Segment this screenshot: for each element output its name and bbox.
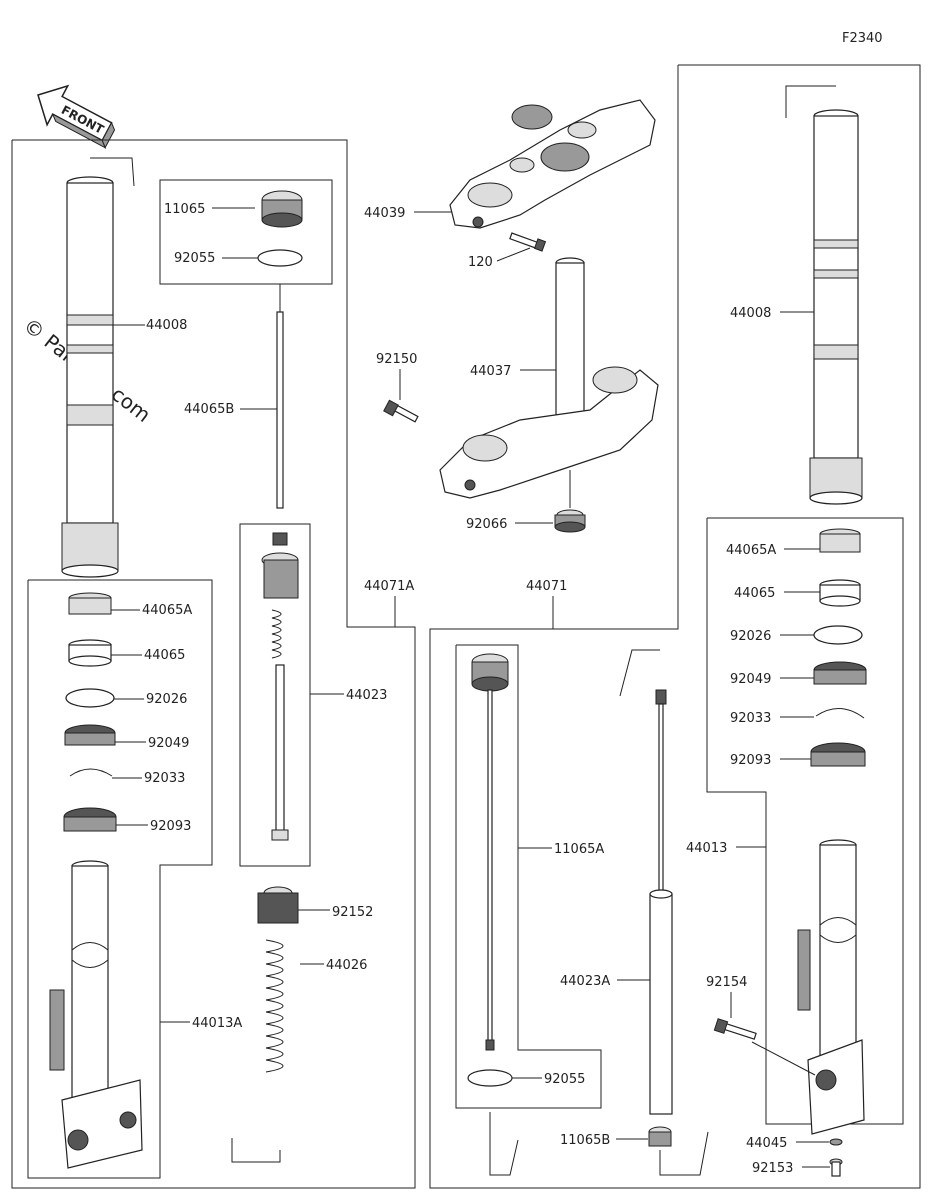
label-44023: 44023 — [346, 688, 387, 703]
dust-seal-92093-left — [63, 807, 117, 832]
label-44013A: 44013A — [192, 1016, 242, 1031]
label-92055-left: 92055 — [174, 251, 215, 266]
stem-44037 — [439, 257, 659, 499]
outer-tube-right — [785, 85, 863, 505]
washer-92026-right — [813, 625, 863, 645]
label-92154: 92154 — [706, 975, 747, 990]
washer-44045 — [829, 1138, 843, 1146]
o-ring-92055-left — [257, 249, 303, 267]
label-44026: 44026 — [326, 958, 367, 973]
label-44065A-left: 44065A — [142, 603, 192, 618]
label-92033-left: 92033 — [144, 771, 185, 786]
clip-92033-right — [815, 708, 865, 719]
label-44065-right: 44065 — [734, 586, 775, 601]
label-92026-right: 92026 — [730, 629, 771, 644]
label-92152: 92152 — [332, 905, 373, 920]
label-92093-left: 92093 — [150, 819, 191, 834]
bushing-44065-left — [68, 639, 112, 667]
seal-92049-left — [64, 724, 116, 746]
inner-tube-right — [797, 839, 865, 1135]
label-44071: 44071 — [526, 579, 567, 594]
subbox-11065 — [159, 179, 333, 285]
label-44065A-right: 44065A — [726, 543, 776, 558]
dust-seal-92093-right — [810, 742, 866, 767]
label-11065A: 11065A — [554, 842, 604, 857]
label-44013: 44013 — [686, 841, 727, 856]
inner-tube-left — [49, 860, 143, 1169]
bolt-120 — [509, 232, 547, 252]
label-44008-left: 44008 — [146, 318, 187, 333]
upper-bracket-44039 — [449, 99, 656, 229]
seal-92049-right — [813, 661, 867, 685]
subbox-44023 — [239, 523, 311, 867]
label-44045: 44045 — [746, 1136, 787, 1151]
subbox-44013A — [27, 579, 213, 1179]
cap-bolt-11065 — [261, 190, 303, 228]
subbox-44013 — [706, 517, 904, 1125]
label-92153: 92153 — [752, 1161, 793, 1176]
nut-92152 — [257, 886, 299, 924]
cap-11065B — [648, 1126, 672, 1147]
label-44008-right: 44008 — [730, 306, 771, 321]
box-44071A — [11, 139, 416, 1189]
clip-92033-left — [69, 768, 113, 777]
subbox-11065A — [455, 644, 602, 1109]
washer-92026-left — [65, 688, 115, 708]
spring-44026 — [265, 939, 284, 1073]
label-44039: 44039 — [364, 206, 405, 221]
bolt-92153 — [829, 1158, 843, 1177]
label-92055-right: 92055 — [544, 1072, 585, 1087]
damper-44023 — [261, 532, 299, 841]
label-44071A: 44071A — [364, 579, 414, 594]
bushing-44065A-right — [819, 528, 861, 553]
rod-44065B — [276, 311, 284, 509]
outer-tube-left — [61, 157, 135, 578]
diagram-code: F2340 — [842, 31, 883, 46]
label-44065-left: 44065 — [144, 648, 185, 663]
label-120: 120 — [468, 255, 493, 270]
label-92026-left: 92026 — [146, 692, 187, 707]
label-92049-left: 92049 — [148, 736, 189, 751]
bushing-44065-right — [819, 579, 861, 607]
label-11065B: 11065B — [560, 1133, 610, 1148]
bushing-44065A-left — [68, 592, 112, 615]
cap-assembly-11065A — [471, 653, 509, 1051]
label-92093-right: 92093 — [730, 753, 771, 768]
nut-92066 — [554, 509, 586, 533]
label-44065B: 44065B — [184, 402, 234, 417]
front-arrow-icon: FRONT — [37, 84, 116, 149]
bolt-92154 — [713, 1018, 757, 1040]
label-92049-right: 92049 — [730, 672, 771, 687]
label-44023A: 44023A — [560, 974, 610, 989]
label-92033-right: 92033 — [730, 711, 771, 726]
box-44071 — [429, 64, 921, 1189]
label-92066: 92066 — [466, 517, 507, 532]
damper-44023A — [619, 649, 673, 1115]
label-92150: 92150 — [376, 352, 417, 367]
label-44037: 44037 — [470, 364, 511, 379]
label-11065: 11065 — [164, 202, 205, 217]
bolt-92150 — [383, 399, 419, 423]
o-ring-92055-right — [467, 1069, 513, 1087]
